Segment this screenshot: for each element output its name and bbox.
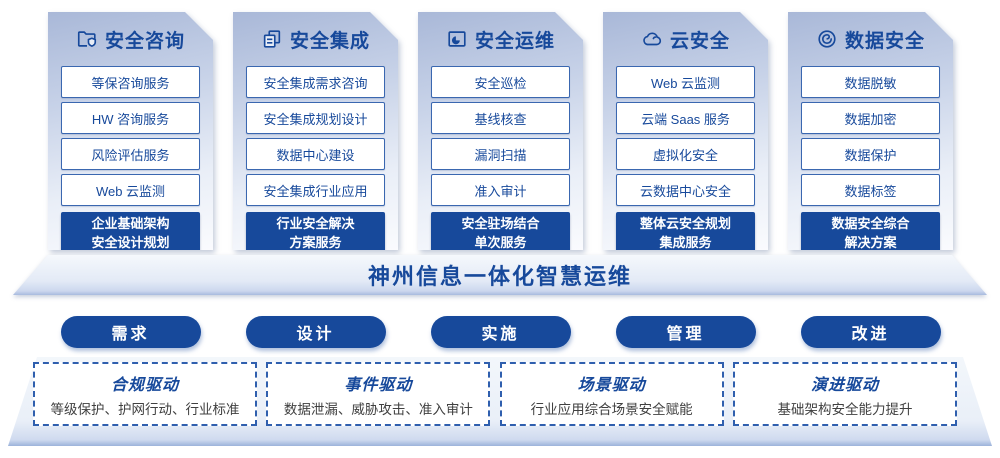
- pill-slot: 需求: [48, 316, 213, 348]
- column-security-integration: 安全集成 安全集成需求咨询 安全集成规划设计 数据中心建设 安全集成行业应用 行…: [233, 12, 398, 250]
- footer-line: 方案服务: [289, 235, 342, 250]
- service-item: 基线核查: [431, 102, 570, 134]
- footer-line: 解决方案: [844, 235, 897, 250]
- footer-line: 企业基础架构: [91, 216, 170, 232]
- service-item: 安全集成行业应用: [246, 174, 385, 206]
- process-pills-row: 需求 设计 实施 管理 改进: [48, 316, 953, 348]
- driver-scenario: 场景驱动 行业应用综合场景安全赋能: [499, 362, 724, 426]
- service-item: 云端 Saas 服务: [616, 102, 755, 134]
- folder-shield-icon: [76, 28, 98, 50]
- service-item: 安全集成需求咨询: [246, 66, 385, 98]
- column-header: 安全咨询: [61, 12, 200, 66]
- footer-line: 数据安全综合: [831, 216, 910, 232]
- banner-title: 神州信息一体化智慧运维: [367, 264, 632, 289]
- footer-line: 集成服务: [659, 235, 712, 250]
- service-item: 数据保护: [801, 138, 940, 170]
- driver-title: 事件驱动: [344, 376, 413, 394]
- pill-slot: 设计: [233, 316, 398, 348]
- footer-line: 行业安全解决: [276, 216, 355, 232]
- driver-title: 演进驱动: [810, 376, 879, 394]
- service-item: 云数据中心安全: [616, 174, 755, 206]
- service-item: Web 云监测: [61, 174, 200, 206]
- drivers-row: 合规驱动 等级保护、护网行动、行业标准 事件驱动 数据泄漏、威胁攻击、准入审计 …: [33, 362, 957, 426]
- service-item: 安全集成规划设计: [246, 102, 385, 134]
- driver-desc: 行业应用综合场景安全赋能: [530, 401, 693, 417]
- driver-evolution: 演进驱动 基础架构安全能力提升: [732, 362, 957, 426]
- driver-title: 合规驱动: [110, 376, 179, 394]
- footer-line: 单次服务: [474, 235, 527, 250]
- column-header: 安全集成: [246, 12, 385, 66]
- column-title: 数据安全: [844, 30, 925, 52]
- service-item: 数据脱敏: [801, 66, 940, 98]
- column-footer: 行业安全解决 方案服务: [246, 212, 385, 256]
- column-security-consulting: 安全咨询 等保咨询服务 HW 咨询服务 风险评估服务 Web 云监测 企业基础架…: [48, 12, 213, 250]
- driver-desc: 基础架构安全能力提升: [777, 401, 913, 417]
- column-header: 数据安全: [801, 12, 940, 66]
- service-columns-row: 安全咨询 等保咨询服务 HW 咨询服务 风险评估服务 Web 云监测 企业基础架…: [48, 12, 953, 250]
- pill-slot: 改进: [788, 316, 953, 348]
- documents-icon: [261, 28, 283, 50]
- service-item: 等保咨询服务: [61, 66, 200, 98]
- driver-desc: 数据泄漏、威胁攻击、准入审计: [283, 401, 473, 417]
- column-title: 安全运维: [474, 30, 555, 52]
- footer-line: 安全驻场结合: [461, 216, 540, 232]
- pill-management: 管理: [615, 316, 756, 348]
- service-item: 数据加密: [801, 102, 940, 134]
- pill-demand: 需求: [60, 316, 201, 348]
- pill-implementation: 实施: [430, 316, 571, 348]
- service-item: 数据标签: [801, 174, 940, 206]
- column-cloud-security: 云安全 Web 云监测 云端 Saas 服务 虚拟化安全 云数据中心安全 整体云…: [603, 12, 768, 250]
- footer-line: 安全设计规划: [91, 235, 170, 250]
- column-title: 安全集成: [289, 30, 370, 52]
- platform-banner: 神州信息一体化智慧运维: [13, 255, 987, 295]
- banner-wrap: 神州信息一体化智慧运维: [0, 255, 1000, 295]
- footer-line: 整体云安全规划: [639, 216, 731, 232]
- service-item: Web 云监测: [616, 66, 755, 98]
- driver-incident: 事件驱动 数据泄漏、威胁攻击、准入审计: [266, 362, 491, 426]
- column-header: 安全运维: [431, 12, 570, 66]
- column-footer: 整体云安全规划 集成服务: [616, 212, 755, 256]
- fingerprint-icon: [816, 28, 838, 50]
- service-item: 准入审计: [431, 174, 570, 206]
- driver-desc: 等级保护、护网行动、行业标准: [50, 401, 240, 417]
- pill-slot: 实施: [418, 316, 583, 348]
- pill-slot: 管理: [603, 316, 768, 348]
- pill-improvement: 改进: [800, 316, 941, 348]
- column-title: 云安全: [669, 30, 730, 52]
- column-title: 安全咨询: [104, 30, 185, 52]
- service-item: 虚拟化安全: [616, 138, 755, 170]
- service-item: 风险评估服务: [61, 138, 200, 170]
- service-item: 安全巡检: [431, 66, 570, 98]
- cloud-icon: [641, 28, 663, 50]
- column-security-operations: 安全运维 安全巡检 基线核查 漏洞扫描 准入审计 安全驻场结合 单次服务: [418, 12, 583, 250]
- driver-title: 场景驱动: [577, 376, 646, 394]
- column-header: 云安全: [616, 12, 755, 66]
- column-footer: 企业基础架构 安全设计规划: [61, 212, 200, 256]
- column-footer: 数据安全综合 解决方案: [801, 212, 940, 256]
- pill-design: 设计: [245, 316, 386, 348]
- column-data-security: 数据安全 数据脱敏 数据加密 数据保护 数据标签 数据安全综合 解决方案: [788, 12, 953, 250]
- service-item: 漏洞扫描: [431, 138, 570, 170]
- service-item: HW 咨询服务: [61, 102, 200, 134]
- service-item: 数据中心建设: [246, 138, 385, 170]
- column-footer: 安全驻场结合 单次服务: [431, 212, 570, 256]
- driver-compliance: 合规驱动 等级保护、护网行动、行业标准: [33, 362, 257, 426]
- folder-pie-icon: [446, 28, 468, 50]
